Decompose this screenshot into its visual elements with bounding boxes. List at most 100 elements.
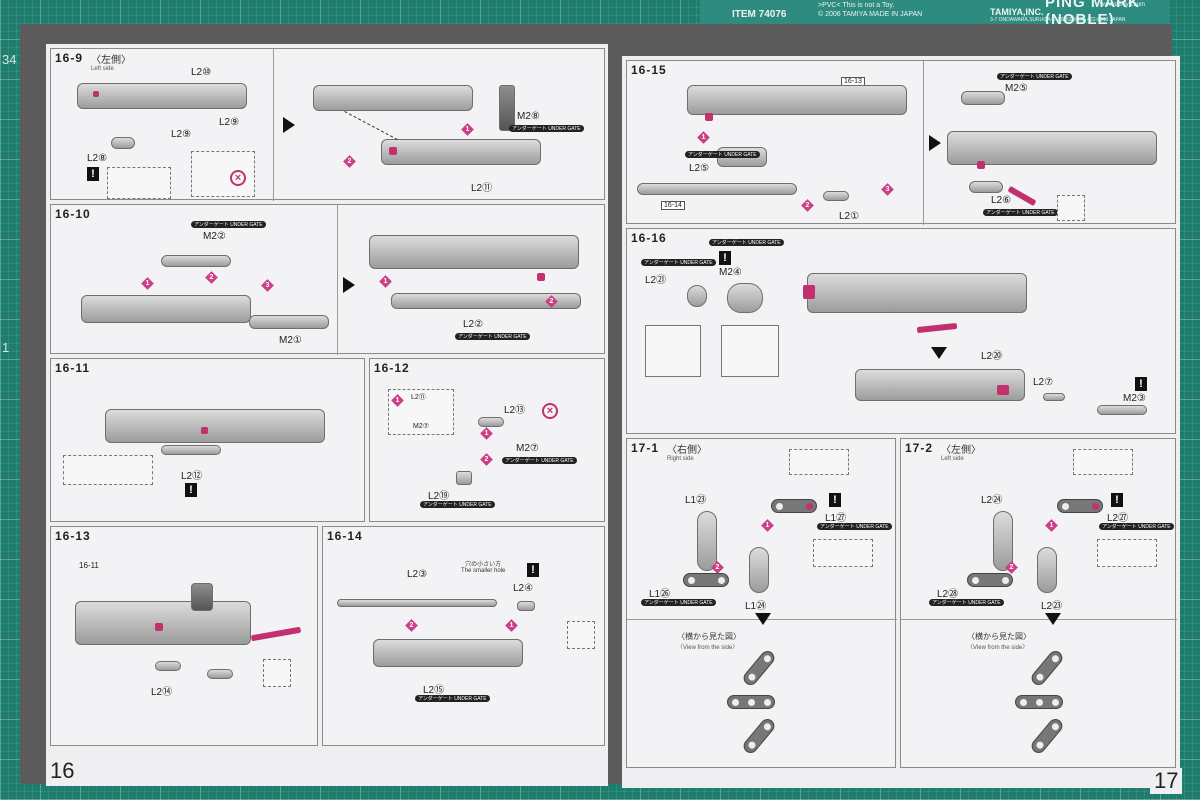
small-part bbox=[499, 85, 515, 131]
gun-part bbox=[105, 409, 325, 443]
rail-part bbox=[161, 255, 231, 267]
gun-part bbox=[313, 85, 473, 111]
small-part bbox=[823, 191, 849, 201]
part-label: L2㉗ bbox=[1107, 513, 1129, 524]
box-brand-text: PING MARK (NOBLE) bbox=[1045, 0, 1140, 28]
part-label: L2⑮ bbox=[423, 685, 445, 696]
step-marker: 1 bbox=[391, 394, 404, 407]
gun-part bbox=[687, 85, 907, 115]
step-marker: 1 bbox=[761, 519, 774, 532]
part-label: L1㉗ bbox=[825, 513, 847, 524]
detail-inset bbox=[813, 539, 873, 567]
part-label: L2⑩ bbox=[191, 67, 212, 78]
box-address: 3-7 ONDAWARA,SURUGA-KU,SHIZUOKA 422-8610… bbox=[990, 17, 1126, 23]
part-label: L2⑦ bbox=[1033, 377, 1054, 388]
pink-marker bbox=[93, 91, 99, 97]
detail-inset: × bbox=[191, 151, 255, 197]
warning-icon: ! bbox=[185, 483, 197, 497]
page-number: 17 bbox=[1150, 768, 1183, 794]
under-gate-badge: アンダーゲート UNDER GATE bbox=[685, 151, 760, 158]
small-part bbox=[111, 137, 135, 149]
under-gate-badge: アンダーゲート UNDER GATE bbox=[502, 457, 577, 464]
small-part bbox=[961, 91, 1005, 105]
gun-part bbox=[947, 131, 1157, 165]
step-marker: 1 bbox=[505, 619, 518, 632]
part-label: L2⑥ bbox=[991, 195, 1012, 206]
leg-part bbox=[1037, 547, 1057, 593]
gun-part bbox=[807, 273, 1027, 313]
part-label: M2⑤ bbox=[1005, 83, 1028, 94]
panel-16-11: 16-11 L2⑫ ! bbox=[50, 358, 365, 522]
section-number: 17-1 bbox=[631, 441, 660, 455]
gun-part bbox=[855, 369, 1025, 401]
section-number: 17-2 bbox=[905, 441, 934, 455]
box-website: www.tamiya.com bbox=[1100, 2, 1146, 8]
view-label: 〈横から見た図〉〈View from the side〉 bbox=[677, 632, 741, 651]
pink-direction-arrow bbox=[916, 322, 958, 334]
step-marker: 2 bbox=[545, 295, 558, 308]
under-gate-badge: アンダーゲート UNDER GATE bbox=[415, 695, 490, 702]
no-cut-icon: × bbox=[542, 403, 558, 419]
part-label: M2⑧ bbox=[517, 111, 540, 122]
left-page: 16-9 〈左側〉Left side L2⑩ L2⑨ L2⑨ L2⑧ ! × 2… bbox=[46, 44, 608, 786]
part-label: L2⑬ bbox=[504, 405, 526, 416]
part-label: L1㉔ bbox=[745, 601, 767, 612]
reference-label: 16-11 bbox=[79, 561, 99, 570]
divider bbox=[337, 205, 338, 355]
instruction-booklet: 16-9 〈左側〉Left side L2⑩ L2⑨ L2⑨ L2⑧ ! × 2… bbox=[20, 24, 1183, 794]
link-bar-part bbox=[1028, 648, 1066, 688]
step-marker: 1 bbox=[697, 131, 710, 144]
part-label: L2⑨ bbox=[219, 117, 240, 128]
part-label: L2⑧ bbox=[87, 153, 108, 164]
part-label: L2⑭ bbox=[151, 687, 173, 698]
detail-inset bbox=[1057, 195, 1085, 221]
link-bar-part bbox=[1057, 499, 1103, 513]
view-label: 〈横から見た図〉〈View from the side〉 bbox=[967, 632, 1031, 651]
panel-16-10: 16-10 アンダーゲート UNDER GATE M2② 1 2 3 M2① 1… bbox=[50, 204, 605, 355]
part-label: M2④ bbox=[719, 267, 742, 278]
gun-part bbox=[369, 235, 579, 269]
pink-marker bbox=[389, 147, 397, 155]
mat-number: 34 bbox=[2, 52, 17, 67]
side-label: 〈左側〉Left side bbox=[91, 55, 131, 72]
next-arrow-icon bbox=[343, 277, 355, 293]
under-gate-badge: アンダーゲート UNDER GATE bbox=[509, 125, 584, 132]
pink-marker bbox=[977, 161, 985, 169]
gun-part bbox=[75, 601, 251, 645]
section-number: 16-11 bbox=[55, 361, 91, 375]
leg-part bbox=[697, 511, 717, 571]
part-label: L1㉓ bbox=[685, 495, 707, 506]
under-gate-badge: アンダーゲート UNDER GATE bbox=[641, 259, 716, 266]
box-made-in: © 2006 TAMIYA MADE IN JAPAN bbox=[818, 11, 923, 18]
under-gate-badge: アンダーゲート UNDER GATE bbox=[1099, 523, 1174, 530]
warning-icon: ! bbox=[829, 493, 841, 507]
gun-part bbox=[81, 295, 251, 323]
box-company: TAMIYA,INC. bbox=[990, 7, 1044, 17]
small-part bbox=[517, 601, 535, 611]
stock-part bbox=[191, 583, 213, 611]
mat-number: 1 bbox=[2, 340, 10, 355]
part-label: L2① bbox=[839, 211, 860, 222]
page-number: 16 bbox=[46, 758, 79, 784]
under-gate-badge: アンダーゲート UNDER GATE bbox=[997, 73, 1072, 80]
step-marker: 1 bbox=[480, 427, 493, 440]
side-label: 〈左側〉Left side bbox=[941, 445, 981, 462]
panel-16-15: 16-15 16-13 1 アンダーゲート UNDER GATE L2⑤ 16-… bbox=[626, 60, 1176, 225]
section-number: 16-16 bbox=[631, 231, 667, 245]
muzzle-part bbox=[727, 283, 763, 313]
box-pvc-note: >PVC< This is not a Toy. bbox=[818, 2, 895, 9]
under-gate-badge: アンダーゲート UNDER GATE bbox=[641, 599, 716, 606]
under-gate-badge: アンダーゲート UNDER GATE bbox=[455, 333, 530, 340]
kit-box-edge: PING MARK (NOBLE) ITEM 74076 >PVC< This … bbox=[700, 0, 1170, 28]
barrel-part bbox=[637, 183, 797, 195]
part-label: M2③ bbox=[1123, 393, 1146, 404]
small-part bbox=[478, 417, 504, 427]
part-label: M2⑦ bbox=[516, 443, 539, 454]
reference-label: 16-14 bbox=[661, 201, 685, 210]
under-gate-badge: アンダーゲート UNDER GATE bbox=[817, 523, 892, 530]
next-arrow-icon bbox=[755, 613, 771, 625]
section-number: 16-15 bbox=[631, 63, 667, 77]
pink-marker bbox=[201, 427, 208, 434]
step-marker: 1 bbox=[1045, 519, 1058, 532]
